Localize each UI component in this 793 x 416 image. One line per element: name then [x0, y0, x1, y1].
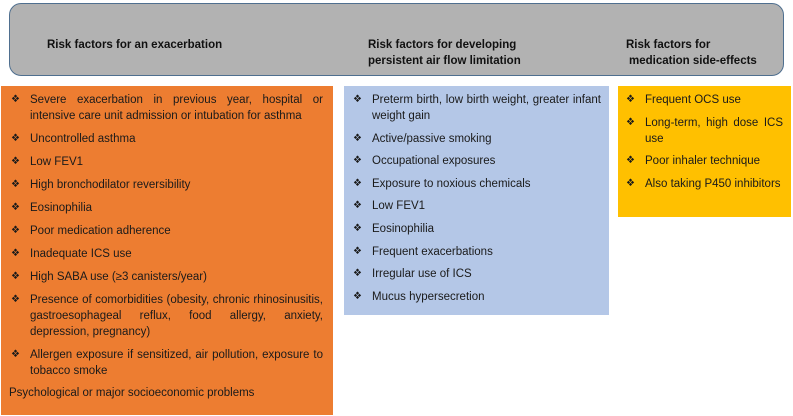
- diamond-bullet-icon: ❖: [626, 155, 635, 166]
- diamond-bullet-icon: ❖: [11, 349, 20, 360]
- list-item-text: Preterm birth, low birth weight, greater…: [372, 94, 601, 122]
- diamond-bullet-icon: ❖: [353, 94, 362, 105]
- header-exacerbation-line: Risk factors for an exacerbation: [47, 39, 223, 51]
- list-item-text: Low FEV1: [30, 156, 84, 168]
- list-item-text: High bronchodilator reversibility: [30, 179, 191, 191]
- list-item: ❖ Allergen exposure if sensitized, air po…: [7, 347, 323, 379]
- diamond-bullet-icon: ❖: [353, 177, 362, 189]
- list-item: ❖ Poor medication adherence: [7, 223, 323, 239]
- list-item: ❖ Frequent exacerbations: [349, 244, 601, 260]
- list-item-text: Occupational exposures: [372, 155, 496, 168]
- diamond-bullet-icon: ❖: [11, 225, 20, 236]
- list-item-text: Frequent OCS use: [645, 94, 741, 106]
- list-item-text: Long-term, high dose ICS use: [645, 116, 783, 145]
- list-item: ❖ Low FEV1: [7, 154, 323, 170]
- diamond-bullet-icon: ❖: [353, 132, 362, 144]
- list-item: ❖ Low FEV1: [349, 198, 601, 214]
- header-band: [9, 3, 784, 76]
- diamond-bullet-icon: ❖: [11, 156, 20, 167]
- diamond-bullet-icon: ❖: [353, 222, 362, 234]
- diamond-bullet-icon: ❖: [626, 116, 635, 128]
- header-side-effects-line: Risk factors for: [626, 39, 711, 51]
- list-item: ❖ Frequent OCS use: [622, 92, 783, 108]
- diamond-bullet-icon: ❖: [353, 200, 362, 212]
- list-item: ❖ Inadequate ICS use: [7, 246, 323, 262]
- list-item: ❖ Occupational exposures: [349, 153, 601, 169]
- list-item: ❖ High SABA use (≥3 canisters/year): [7, 269, 323, 285]
- header-airflow: Risk factors for developing persistent a…: [368, 37, 521, 69]
- side-effects-list: ❖ Frequent OCS use ❖ Long-term, high dose …: [622, 92, 783, 192]
- side-effects-box: ❖ Frequent OCS use ❖ Long-term, high dose …: [618, 86, 791, 217]
- diamond-bullet-icon: ❖: [11, 133, 20, 144]
- list-item-text: Exposure to noxious chemicals: [372, 177, 531, 190]
- exacerbation-list: ❖ Severe exacerbation in previous year, h…: [7, 92, 323, 379]
- list-item: ❖ Poor inhaler technique: [622, 153, 783, 169]
- list-item-text: High SABA use (≥3 canisters/year): [30, 271, 207, 283]
- list-item-text: Frequent exacerbations: [372, 245, 493, 258]
- list-item-text: Irregular use of ICS: [372, 268, 472, 281]
- list-item-text: Allergen exposure if sensitized, air pol…: [30, 349, 323, 377]
- list-item: ❖ Uncontrolled asthma: [7, 131, 323, 147]
- list-item-text: Inadequate ICS use: [30, 248, 132, 260]
- list-item-text: Severe exacerbation in previous year, ho…: [30, 94, 323, 122]
- diamond-bullet-icon: ❖: [353, 155, 362, 167]
- header-side-effects-line: medication side-effects: [629, 55, 757, 67]
- header-airflow-line: persistent air flow limitation: [368, 55, 521, 67]
- list-item: ❖ Irregular use of ICS: [349, 266, 601, 282]
- list-item-text: Mucus hypersecretion: [372, 290, 485, 303]
- list-item: ❖ Mucus hypersecretion: [349, 289, 601, 305]
- list-item: ❖ Active/passive smoking: [349, 131, 601, 147]
- exacerbation-tail-text: Psychological or major socioeconomic pro…: [9, 387, 255, 399]
- list-item-text: Active/passive smoking: [372, 132, 492, 145]
- diamond-bullet-icon: ❖: [11, 179, 20, 190]
- list-item-text: Poor medication adherence: [30, 225, 171, 237]
- header-airflow-line: Risk factors for developing: [368, 39, 517, 51]
- list-item-text: Eosinophilia: [372, 222, 435, 235]
- diamond-bullet-icon: ❖: [11, 294, 20, 305]
- airflow-box: ❖ Preterm birth, low birth weight, greate…: [344, 86, 609, 315]
- airflow-list: ❖ Preterm birth, low birth weight, greate…: [349, 92, 601, 305]
- list-item: ❖ Eosinophilia: [7, 200, 323, 216]
- list-item: ❖ Also taking P450 inhibitors: [622, 176, 783, 192]
- diamond-bullet-icon: ❖: [11, 94, 20, 105]
- list-item: ❖ Preterm birth, low birth weight, greate…: [349, 92, 601, 124]
- diamond-bullet-icon: ❖: [353, 268, 362, 280]
- header-side-effects: Risk factors for medication side-effects: [626, 37, 757, 69]
- list-item-text: Low FEV1: [372, 200, 426, 213]
- diamond-bullet-icon: ❖: [626, 177, 635, 189]
- list-item-text: Also taking P450 inhibitors: [645, 177, 781, 190]
- list-item: ❖ Presence of comorbidities (obesity, chr…: [7, 292, 323, 340]
- list-item: ❖ Eosinophilia: [349, 221, 601, 237]
- diamond-bullet-icon: ❖: [11, 248, 20, 259]
- header-exacerbation: Risk factors for an exacerbation: [47, 37, 222, 53]
- diamond-bullet-icon: ❖: [11, 271, 20, 282]
- list-item-text: Poor inhaler technique: [645, 155, 761, 167]
- list-item-text: Presence of comorbidities (obesity, chro…: [30, 294, 323, 338]
- list-item: ❖ Long-term, high dose ICS use: [622, 115, 783, 147]
- list-item: ❖ High bronchodilator reversibility: [7, 177, 323, 193]
- diamond-bullet-icon: ❖: [353, 290, 362, 302]
- list-item: ❖ Exposure to noxious chemicals: [349, 176, 601, 192]
- exacerbation-box: ❖ Severe exacerbation in previous year, h…: [1, 86, 333, 415]
- list-item-text: Eosinophilia: [30, 202, 93, 214]
- list-item: ❖ Severe exacerbation in previous year, h…: [7, 92, 323, 124]
- diamond-bullet-icon: ❖: [353, 245, 362, 257]
- diamond-bullet-icon: ❖: [11, 202, 20, 213]
- diamond-bullet-icon: ❖: [626, 94, 635, 105]
- list-item-text: Uncontrolled asthma: [30, 133, 136, 145]
